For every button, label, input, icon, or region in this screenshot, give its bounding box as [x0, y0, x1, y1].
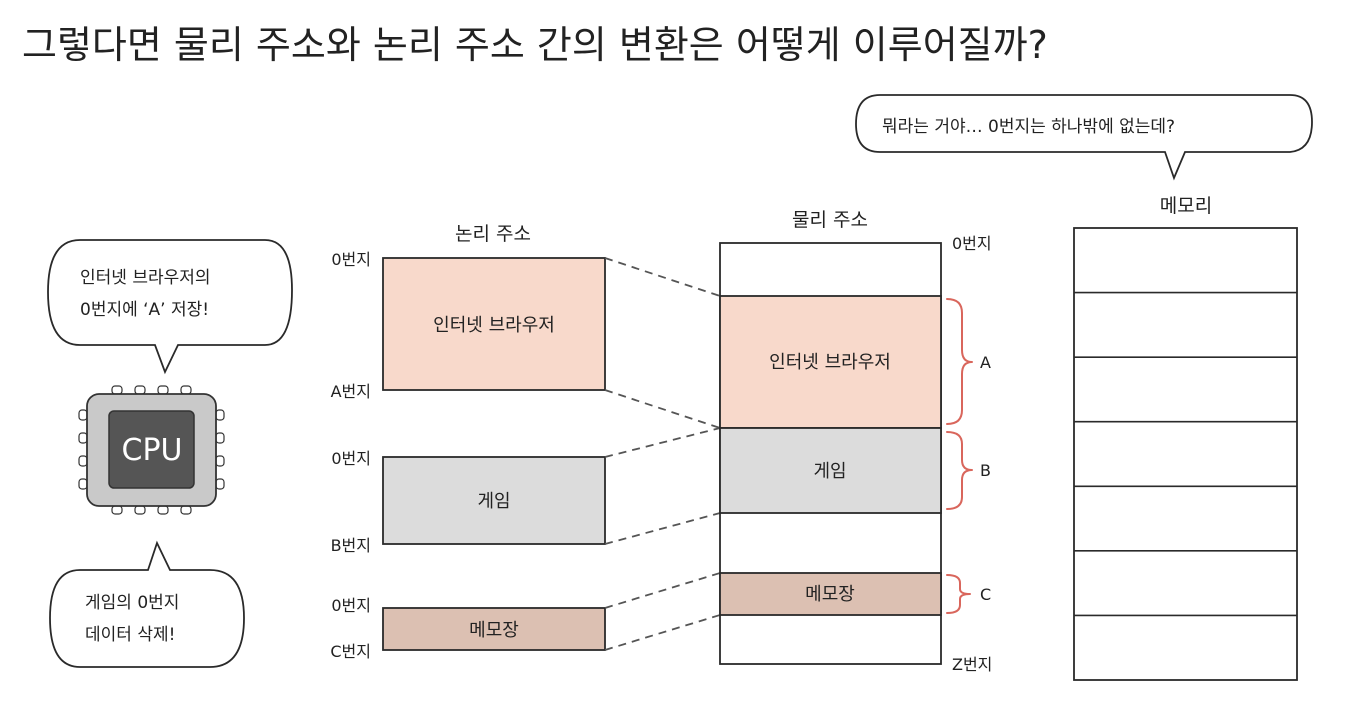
page-title: 그렇다면 물리 주소와 논리 주소 간의 변환은 어떻게 이루어질까? [22, 23, 1048, 67]
logical-address-column: 논리 주소 인터넷 브라우저 0번지 A번지 게임 0번지 B번지 메모장 0번… [330, 223, 606, 661]
physical-end-label: Z번지 [952, 655, 992, 674]
mapping-line [604, 257, 721, 297]
logical-game-start-label: 0번지 [331, 449, 371, 468]
logical-address-header: 논리 주소 [455, 223, 531, 245]
brace-c [946, 574, 971, 614]
memory-bubble-text: 뭐라는 거야… 0번지는 하나밖에 없는데? [882, 117, 1175, 137]
cpu-bottom-bubble-line2: 데이터 삭제! [85, 625, 175, 645]
memory-column: 메모리 [1073, 195, 1298, 681]
logical-notepad-start-label: 0번지 [331, 596, 371, 615]
mapping-line [604, 512, 721, 545]
physical-address-column: 물리 주소 인터넷 브라우저 게임 메모장 0번지 Z번지 A B C [719, 209, 992, 674]
cpu-top-speech-bubble: 인터넷 브라우저의 0번지에 ‘A’ 저장! [47, 239, 293, 375]
logical-browser-end-label: A번지 [331, 382, 371, 401]
cpu-top-bubble-line1: 인터넷 브라우저의 [80, 268, 211, 288]
logical-block-game-label: 게임 [477, 491, 510, 512]
physical-block-game-label: 게임 [813, 461, 846, 482]
mapping-line [604, 427, 721, 458]
cpu-label: CPU [122, 433, 183, 468]
logical-block-game [382, 456, 606, 545]
physical-address-header: 물리 주소 [792, 209, 868, 231]
cpu-chip: CPU [78, 385, 225, 515]
mapping-lines [604, 257, 721, 651]
logical-notepad-end-label: C번지 [330, 642, 371, 661]
memory-rows [1074, 291, 1297, 617]
logical-browser-start-label: 0번지 [331, 250, 371, 269]
logical-game-end-label: B번지 [331, 536, 371, 555]
memory-header: 메모리 [1160, 195, 1212, 217]
logical-block-notepad-label: 메모장 [469, 620, 519, 641]
memory-box [1073, 227, 1298, 681]
physical-block-notepad-label: 메모장 [805, 584, 855, 605]
logical-block-notepad [382, 607, 606, 651]
mapping-line [604, 614, 721, 651]
brace-c-label: C [980, 585, 991, 604]
cpu-top-bubble-line2: 0번지에 ‘A’ 저장! [80, 300, 209, 320]
brace-a-label: A [980, 353, 991, 372]
physical-block-notepad [719, 572, 942, 616]
mapping-line [604, 572, 721, 609]
memory-speech-bubble: 뭐라는 거야… 0번지는 하나밖에 없는데? [855, 94, 1313, 181]
physical-block-browser [719, 295, 942, 429]
physical-block-game [719, 427, 942, 514]
logical-block-browser [382, 257, 606, 391]
logical-block-browser-label: 인터넷 브라우저 [433, 315, 555, 336]
physical-block-browser-label: 인터넷 브라우저 [769, 352, 891, 373]
brace-b-label: B [980, 461, 991, 480]
mapping-line [604, 389, 721, 429]
physical-start-label: 0번지 [952, 234, 992, 253]
cpu-bottom-speech-bubble: 게임의 0번지 데이터 삭제! [49, 540, 245, 668]
brace-b [946, 431, 973, 510]
cpu-bottom-bubble-line1: 게임의 0번지 [85, 593, 179, 613]
brace-a [946, 298, 973, 425]
